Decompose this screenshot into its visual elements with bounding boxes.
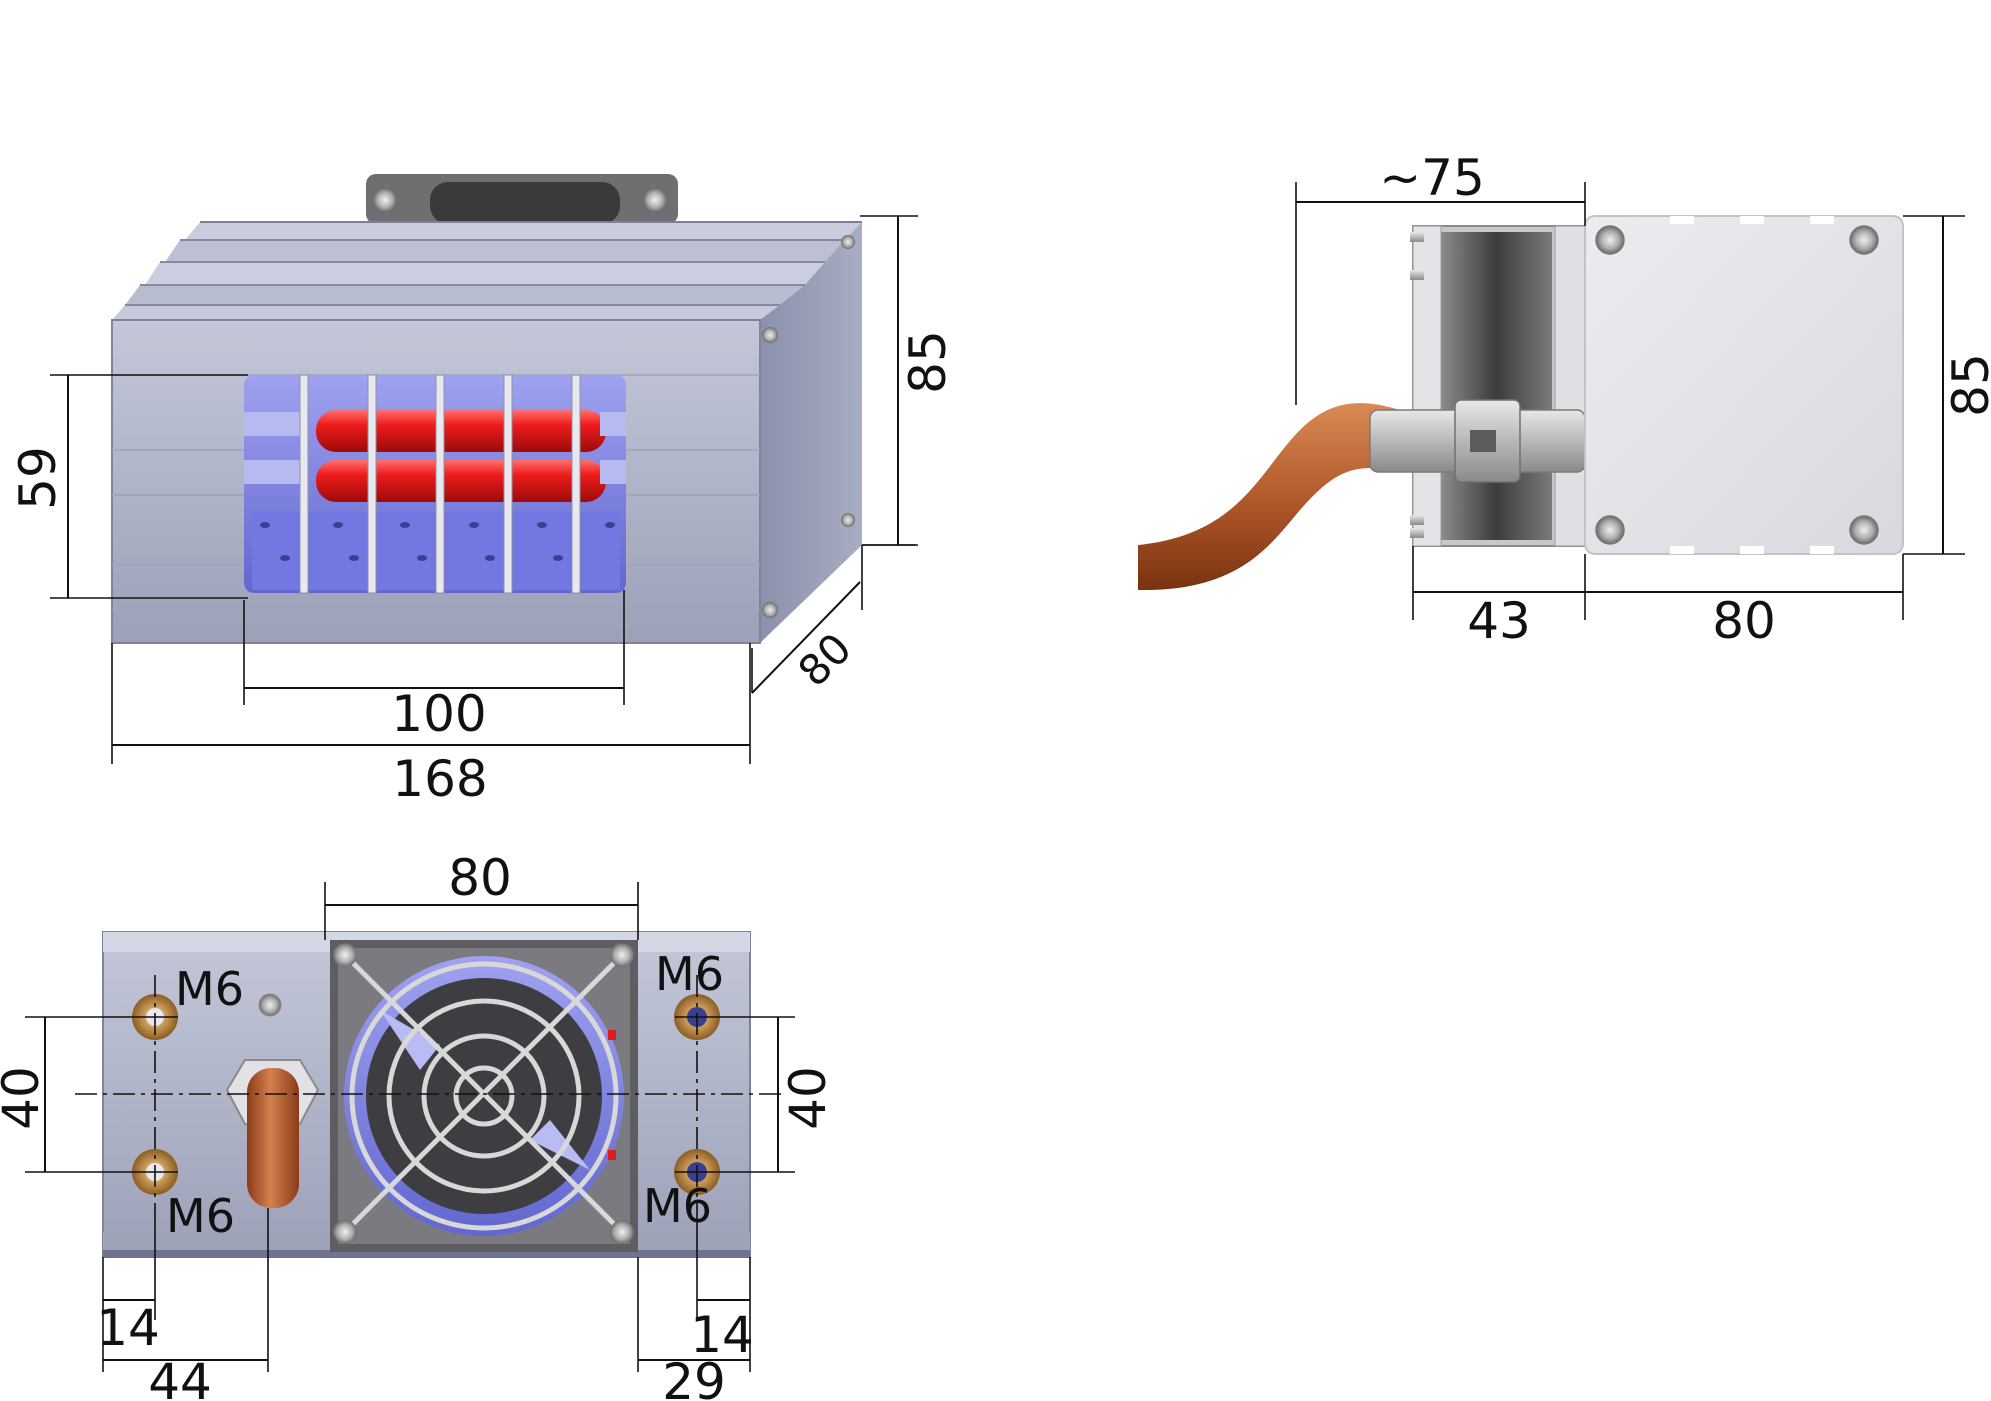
fan-screws (333, 943, 634, 1244)
rear-copper-pipe (247, 1068, 299, 1208)
copper-cable (1138, 403, 1400, 591)
dim-front-height: 85 (899, 330, 957, 394)
dim-aperture-height: 59 (9, 446, 67, 510)
dim-rear-edge-right: 14 (690, 1306, 754, 1364)
lamp-tube-lower (316, 460, 606, 502)
side-body-plate (1584, 215, 1904, 555)
dim-side-body-depth: 80 (1712, 592, 1776, 650)
lamp-tube-upper (316, 410, 606, 452)
thread-label-top-left: M6 (175, 962, 244, 1016)
housing-top-fins (112, 221, 862, 320)
thread-label-bottom-left: M6 (166, 1189, 235, 1243)
dim-rear-edge-left: 14 (96, 1299, 160, 1357)
dim-rear-hole-spacing-left: 40 (0, 1066, 50, 1130)
dim-side-height: 85 (1942, 353, 1991, 417)
top-fan-housing (366, 174, 678, 224)
side-view: ~75 85 43 80 (1138, 149, 1991, 650)
dim-aperture-width: 100 (391, 685, 486, 743)
thread-label-top-right: M6 (655, 947, 724, 1001)
thread-label-bottom-right: M6 (643, 1179, 712, 1233)
dim-rear-right-offset: 29 (662, 1353, 726, 1401)
housing-side-face (760, 222, 862, 643)
dim-rear-hole-spacing-right: 40 (779, 1066, 837, 1130)
dim-rear-fan-width: 80 (448, 849, 512, 907)
dim-rear-pipe-offset: 44 (148, 1353, 212, 1401)
side-plate-screws (1595, 225, 1879, 545)
dim-side-fan-depth: ~75 (1379, 149, 1485, 207)
mounting-holes (132, 994, 720, 1195)
rear-view: M6 M6 M6 M6 80 40 40 14 44 14 29 (0, 849, 837, 1401)
dim-side-fan-section: 43 (1467, 592, 1531, 650)
dim-front-width: 168 (392, 750, 487, 808)
front-view: 85 59 100 168 80 (9, 174, 957, 808)
emitter-window (244, 374, 626, 594)
dim-front-depth: 80 (789, 624, 861, 696)
